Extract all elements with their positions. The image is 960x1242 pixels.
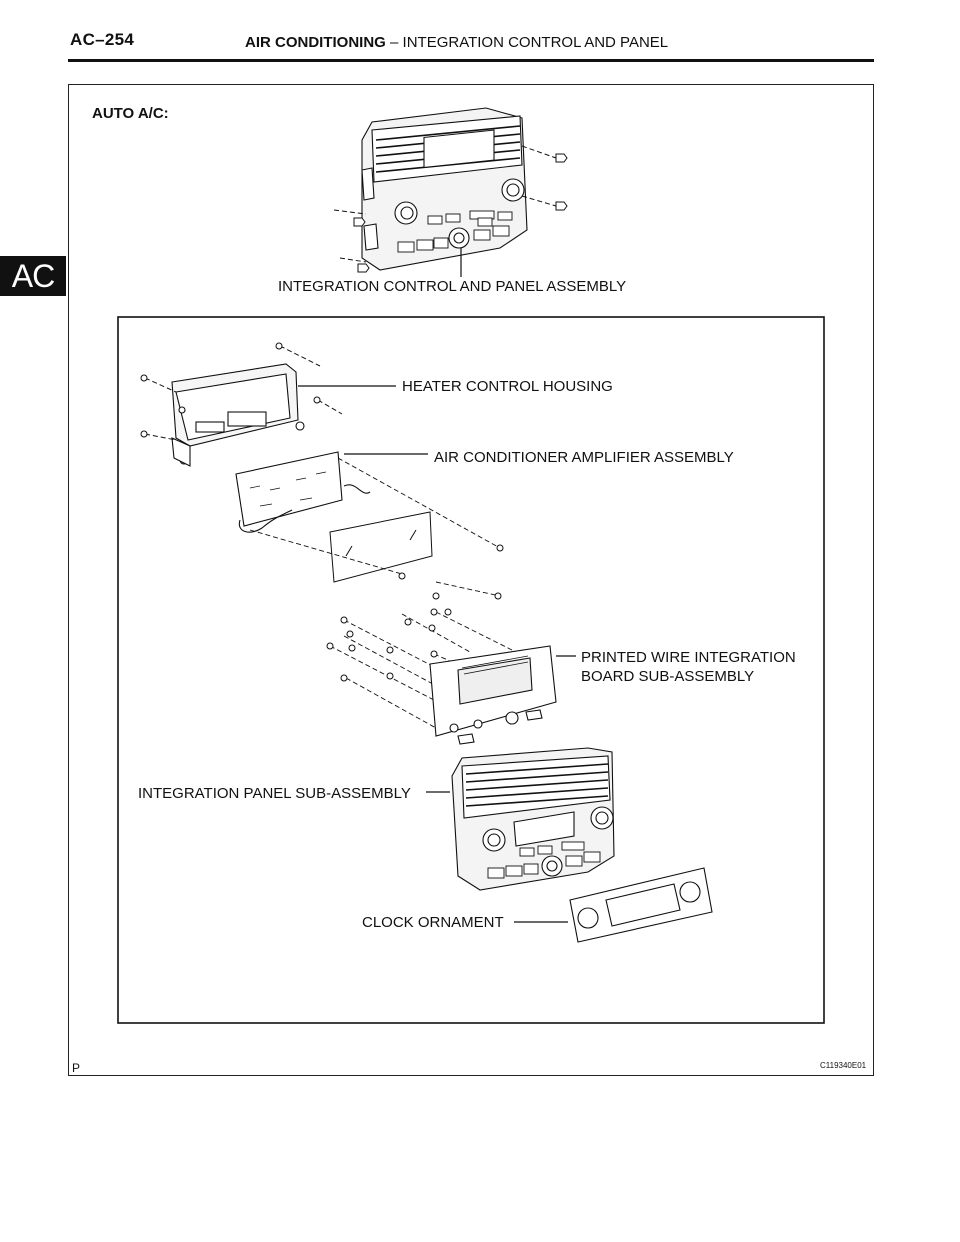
section-tab: AC <box>0 256 66 296</box>
figure-frame <box>68 84 874 1076</box>
figure-code: C119340E01 <box>820 1061 867 1070</box>
callout-clock-ornament: CLOCK ORNAMENT <box>362 914 504 931</box>
exploded-view-frame <box>117 316 825 1024</box>
printed-wire-board <box>429 645 557 745</box>
page-header: AIR CONDITIONING – INTEGRATION CONTROL A… <box>245 34 668 51</box>
integration-panel-sub-assembly <box>451 747 615 891</box>
callout-panel-sub: INTEGRATION PANEL SUB-ASSEMBLY <box>138 785 411 802</box>
exploded-view-illustration: AUTO A/C: <box>72 105 867 1075</box>
assembly-screws <box>333 145 568 273</box>
header-subsection: INTEGRATION CONTROL AND PANEL <box>402 34 669 51</box>
callout-printed-wire-2: BOARD SUB-ASSEMBLY <box>581 668 754 685</box>
amplifier-assembly <box>235 451 371 533</box>
clock-ornament <box>569 867 713 943</box>
assembled-control-panel <box>361 107 528 271</box>
callout-assembly: INTEGRATION CONTROL AND PANEL ASSEMBLY <box>278 278 626 295</box>
header-section: AIR CONDITIONING <box>245 34 386 51</box>
housing-screws <box>144 345 343 441</box>
figure-corner-letter: P <box>72 1061 80 1075</box>
section-label: AUTO A/C: <box>92 105 169 122</box>
callout-heater-housing: HEATER CONTROL HOUSING <box>402 378 613 395</box>
display-film <box>329 511 433 583</box>
header-rule <box>68 59 874 62</box>
callout-amplifier: AIR CONDITIONER AMPLIFIER ASSEMBLY <box>434 449 734 466</box>
header-separator: – <box>390 34 399 51</box>
heater-control-housing <box>171 363 305 467</box>
housing-screw-heads <box>140 342 321 438</box>
page-number: AC–254 <box>70 30 135 49</box>
board-screws <box>326 544 504 682</box>
callout-printed-wire-1: PRINTED WIRE INTEGRATION <box>581 649 796 666</box>
